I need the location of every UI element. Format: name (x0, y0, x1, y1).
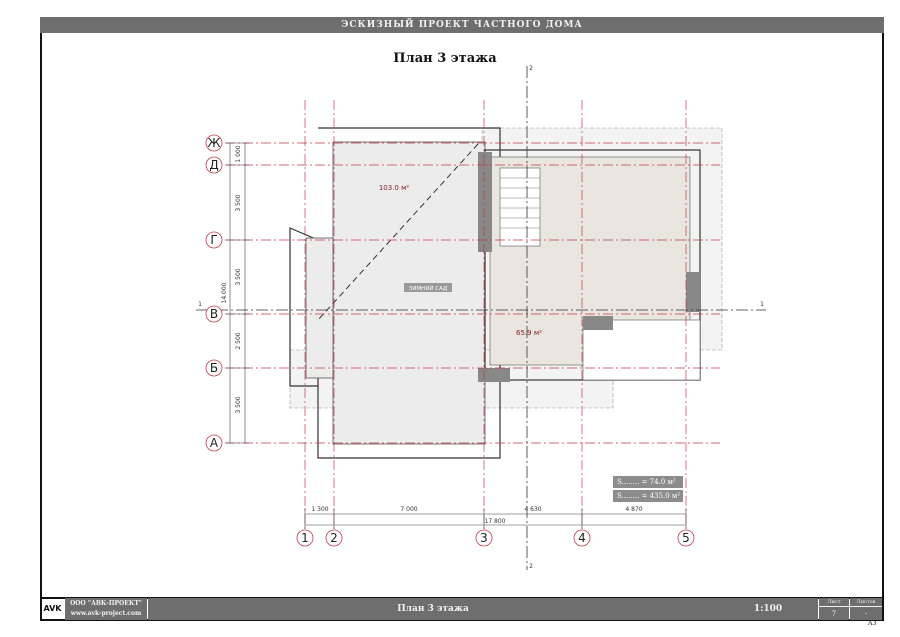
company-block: ООО "АВК-ПРОЕКТ" www.avk-project.com (65, 598, 147, 620)
footer-scale: 1:100 (718, 598, 818, 620)
column-wall-d (583, 316, 613, 330)
sheets-total-cell: Листов - (850, 598, 882, 620)
room-area-label: 65.9 м² (516, 329, 542, 337)
dimension-label: 4 630 (524, 506, 541, 513)
row-axis-label: Ж (208, 136, 221, 150)
row-axis-label: Д (209, 158, 218, 172)
sheet-number-head: Лист (819, 598, 849, 607)
garden-label: ЗИМНИЙ САД (409, 285, 448, 292)
company-name: ООО "АВК-ПРОЕКТ" (70, 600, 142, 607)
company-logo: AVK (43, 604, 62, 613)
row-axis-label: А (210, 436, 219, 450)
row-axis-label: В (210, 307, 218, 321)
project-title-bar: ЭСКИЗНЫЙ ПРОЕКТ ЧАСТНОГО ДОМА (40, 17, 884, 33)
row-axis-lines (225, 142, 720, 444)
plan-title: План 3 этажа (393, 51, 497, 66)
row-axis-label: Г (210, 233, 217, 247)
area-summary-line: S........ = 435.0 м² (613, 490, 683, 502)
roof-area-label: 103.0 м² (379, 184, 410, 192)
sheets-total: - (864, 610, 868, 618)
dimension-label: 2 500 (235, 332, 242, 349)
horizontal-dimension-chain (304, 508, 687, 529)
paper-format: А3 (868, 620, 877, 627)
sheet-number-cell: Лист 7 (819, 598, 849, 620)
section-mark: 2 (529, 563, 533, 570)
section-mark: 1 (760, 301, 764, 308)
column-axis-bubbles: 1 2 3 4 5 (296, 529, 695, 547)
dimension-label: 4 870 (625, 506, 642, 513)
column-axis-label: 1 (301, 531, 309, 545)
dimension-total-label: 14 000 (221, 282, 228, 303)
column-axis-label: 2 (330, 531, 338, 545)
column-wall-c (686, 272, 700, 312)
dimension-label: 3 500 (235, 396, 242, 413)
stair (499, 167, 541, 247)
garden-label-bg (404, 283, 452, 292)
dimension-label: 7 000 (400, 506, 417, 513)
column-axis-label: 5 (682, 531, 690, 545)
sheet-number: 7 (831, 610, 837, 618)
dimension-label: 1 000 (235, 145, 242, 162)
row-axis-label: Б (210, 361, 218, 375)
company-website: www.avk-project.com (70, 610, 142, 617)
column-wall-a (478, 152, 492, 252)
column-axis-label: 4 (578, 531, 586, 545)
footer-sheet-name: План 3 этажа (148, 598, 718, 620)
section-mark: 1 (198, 301, 202, 308)
section-mark: 2 (529, 65, 533, 72)
sheets-total-head: Листов (850, 598, 882, 607)
dimension-total-label: 17 800 (485, 518, 506, 525)
area-summary-line: S........ = 74.0 м² (613, 476, 683, 488)
dimension-label: 3 500 (235, 268, 242, 285)
vertical-dimension-chain (226, 142, 249, 444)
column-axis-label: 3 (480, 531, 488, 545)
row-axis-bubbles: Ж Д Г В Б А (205, 134, 223, 452)
dimension-label: 1 300 (311, 506, 328, 513)
dimension-label: 3 500 (235, 194, 242, 211)
column-wall-b (478, 368, 510, 382)
